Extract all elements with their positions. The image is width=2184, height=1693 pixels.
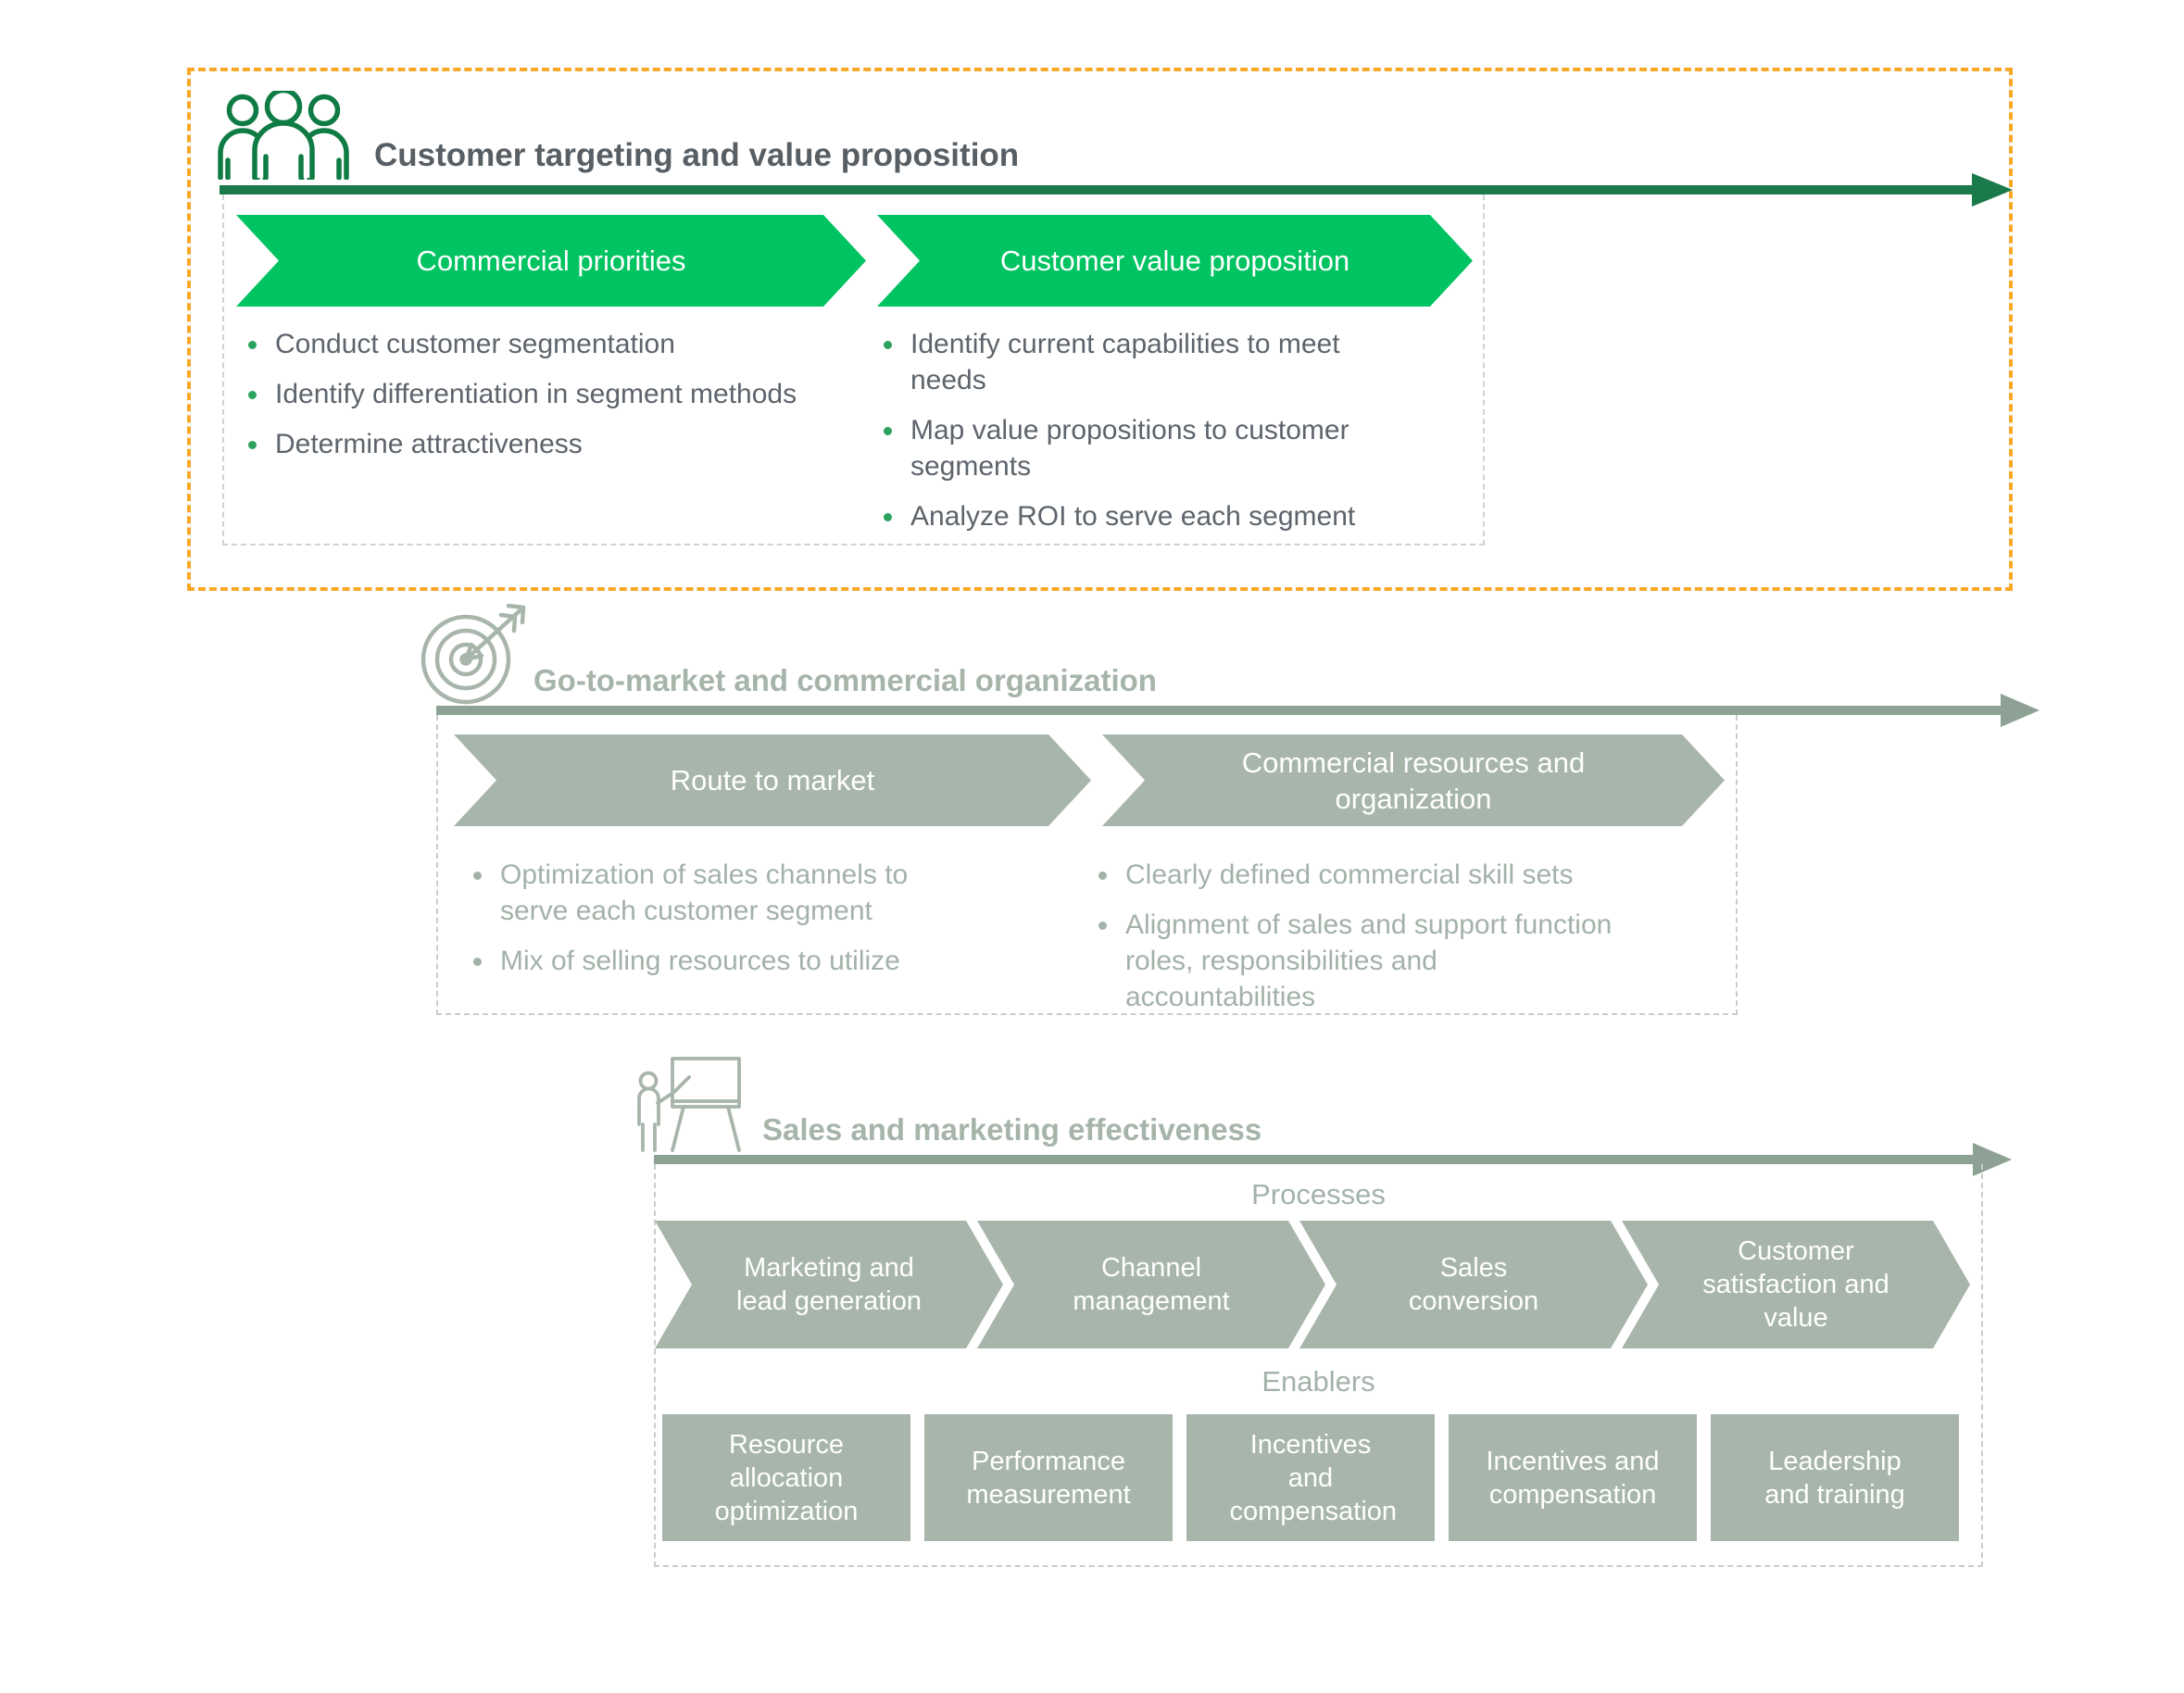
stage-banner-route-to-market: Route to market [454,734,1091,826]
enabler-label: Performance measurement [966,1446,1131,1510]
bullet-list-route-to-market: Optimization of sales channels to serve … [468,857,973,993]
processes-label: Processes [1251,1178,1386,1210]
bullet-list-commercial-priorities: Conduct customer segmentation Identify d… [243,326,798,476]
timeline-arrow-sage [436,706,2001,715]
timeline-arrow-sage-bottom [654,1155,1973,1164]
go-to-market-content-box [436,715,1738,1015]
banner-label: Customer value proposition [999,244,1350,277]
bullet-list-customer-value-proposition: Identify current capabilities to meet ne… [878,326,1415,548]
enabler-box-resource-allocation: Resource allocation optimization [662,1414,910,1541]
chevron-label: Sales conversion [1408,1253,1539,1316]
timeline-arrowhead-sage-icon [2001,694,2040,727]
stage-banner-commercial-resources: Commercial resources and organization [1102,734,1725,826]
customer-targeting-content-box [222,194,1485,546]
bullet-item: Analyze ROI to serve each segment [878,498,1415,534]
timeline-arrowhead-sage-bottom-icon [1973,1143,2012,1176]
bullet-item: Determine attractiveness [243,426,798,462]
enabler-label: Incentives and compensation [1486,1446,1660,1510]
enabler-box-incentives-compensation-2: Incentives and compensation [1449,1414,1697,1541]
process-chevron-channel-management: Channel management [977,1221,1325,1348]
enabler-label: Incentives and compensation [1229,1429,1398,1526]
section-title-go-to-market: Go-to-market and commercial organization [533,663,1157,697]
process-chevron-customer-satisfaction: Customer satisfaction and value [1622,1221,1970,1348]
banner-label: Route to market [670,763,875,796]
banner-label: Commercial priorities [416,244,686,277]
timeline-arrow-green [220,185,1972,194]
bullet-list-commercial-resources: Clearly defined commercial skill sets Al… [1093,857,1616,1029]
chevron-label: Channel management [1073,1253,1230,1316]
bullet-item: Map value propositions to customer segme… [878,412,1415,484]
timeline-arrowhead-green-icon [1972,173,2013,207]
stage-banner-commercial-priorities: Commercial priorities [236,215,866,307]
section-title-sales-marketing: Sales and marketing effectiveness [762,1112,1262,1147]
enabler-box-leadership-training: Leadership and training [1711,1414,1959,1541]
enabler-label: Resource allocation optimization [714,1429,859,1526]
enablers-label: Enablers [1261,1365,1375,1398]
process-chevron-sales-conversion: Sales conversion [1299,1221,1648,1348]
bullet-item: Alignment of sales and support function … [1093,907,1616,1015]
stage-banner-customer-value-proposition: Customer value proposition [877,215,1473,307]
bullet-item: Identify differentiation in segment meth… [243,376,798,412]
enabler-label: Leadership and training [1764,1446,1905,1510]
chevron-label: Customer satisfaction and value [1702,1236,1889,1333]
bullet-item: Clearly defined commercial skill sets [1093,857,1616,893]
sales-marketing-content-box [654,1164,1983,1567]
people-icon [218,91,349,180]
chevron-label: Marketing and lead generation [736,1253,922,1316]
enabler-box-performance-measurement: Performance measurement [924,1414,1173,1541]
process-chevron-marketing-lead-generation: Marketing and lead generation [655,1221,1003,1348]
bullet-item: Mix of selling resources to utilize [468,943,973,979]
bullet-item: Conduct customer segmentation [243,326,798,362]
banner-label: Commercial resources and organization [1241,746,1586,815]
bullet-item: Optimization of sales channels to serve … [468,857,973,929]
section-title-customer-targeting: Customer targeting and value proposition [374,137,1020,173]
enabler-box-incentives-compensation-1: Incentives and compensation [1186,1414,1435,1541]
target-icon [420,603,526,705]
bullet-item: Identify current capabilities to meet ne… [878,326,1415,398]
presenter-icon [637,1057,741,1152]
customer-targeting-highlight-box [187,68,2013,591]
